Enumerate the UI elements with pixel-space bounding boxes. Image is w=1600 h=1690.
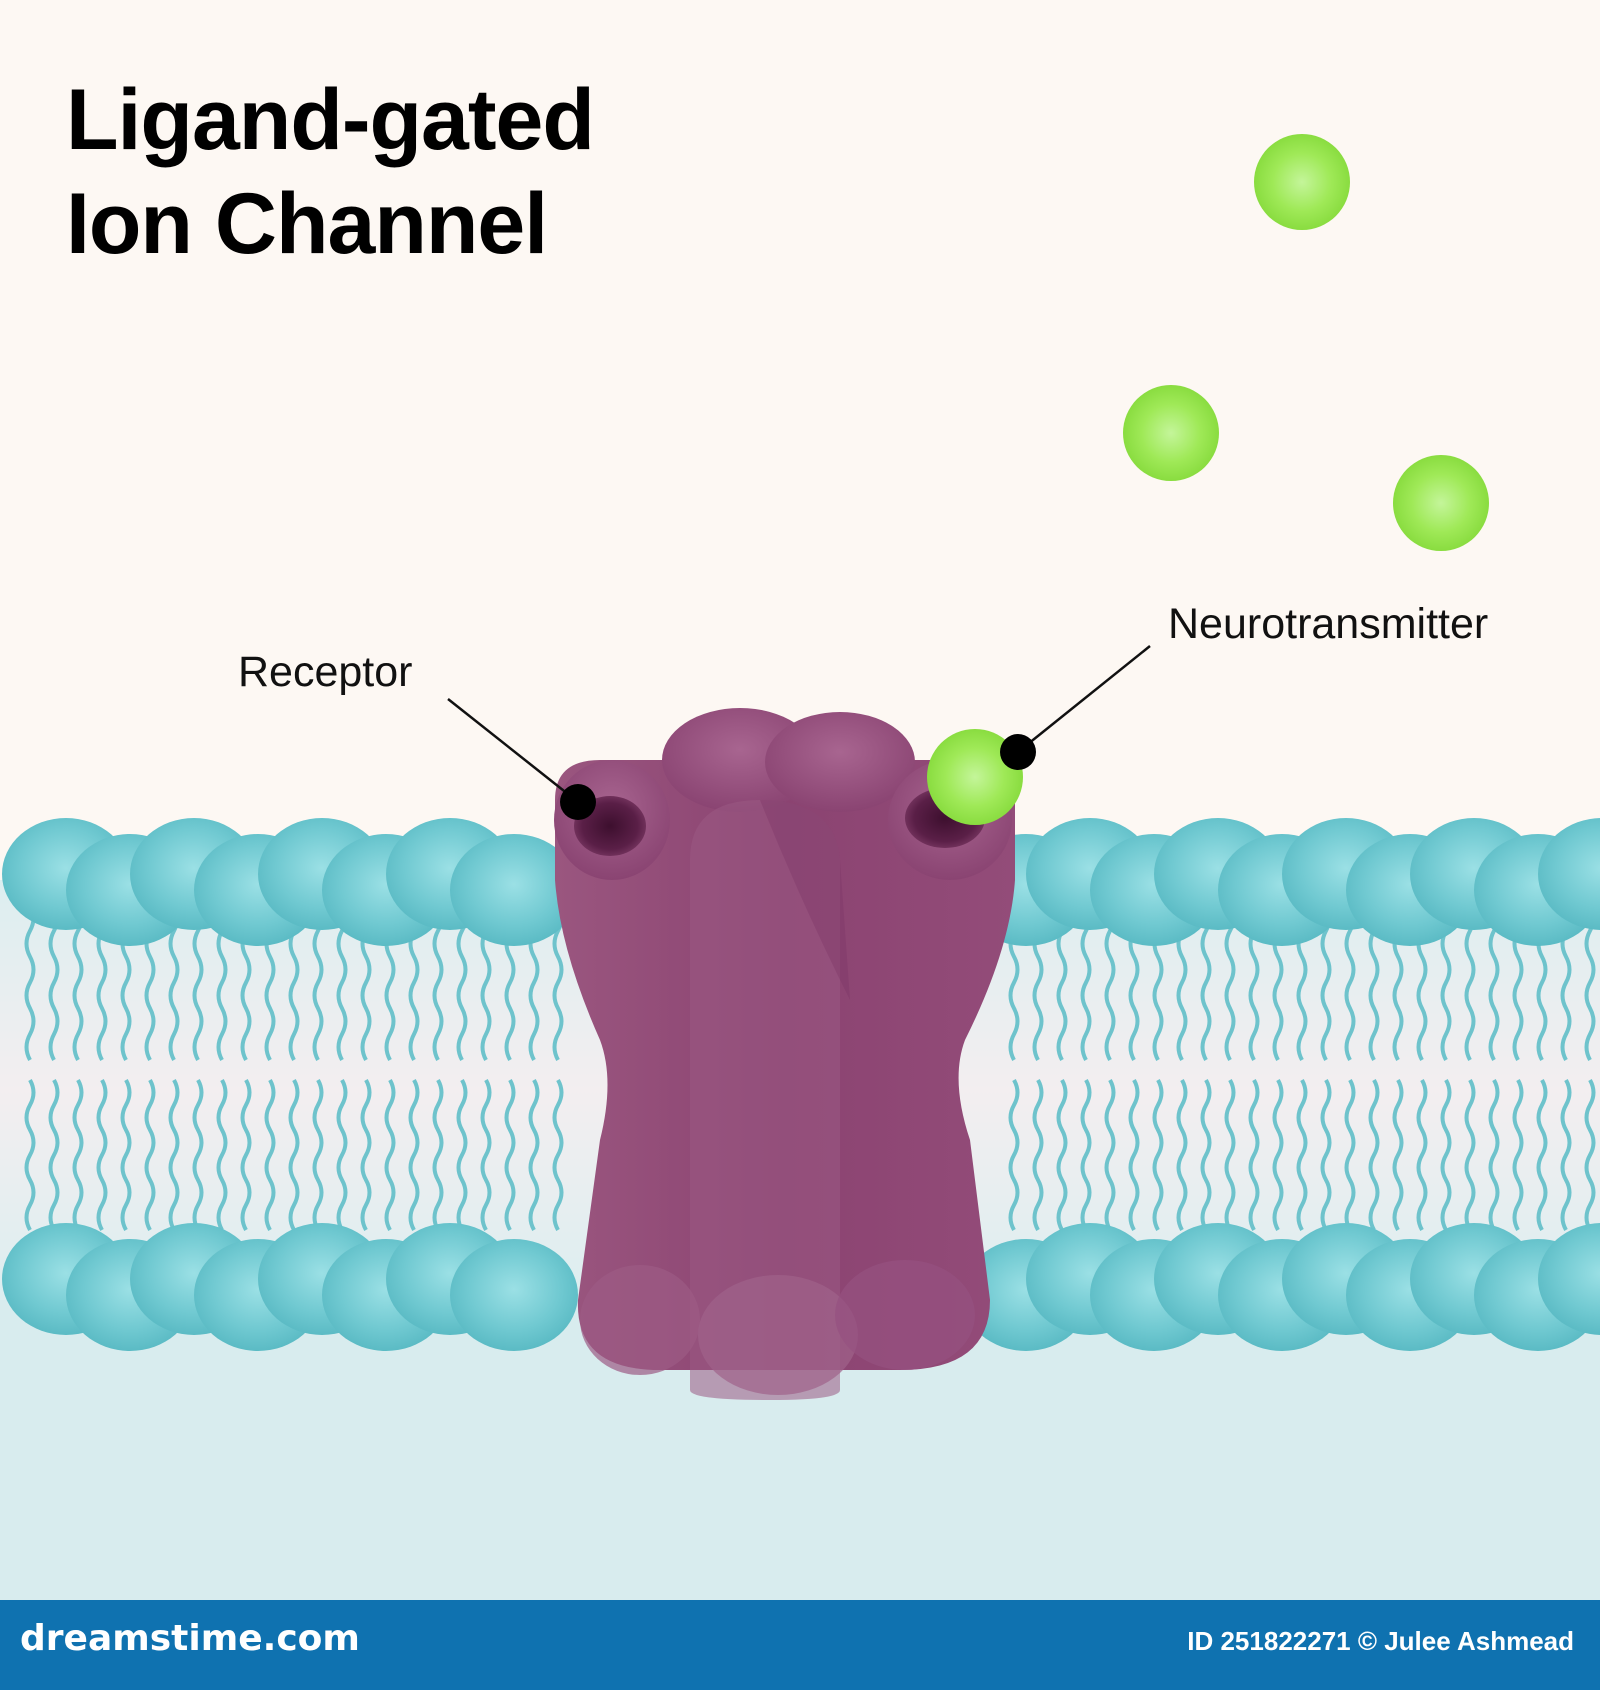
lipid-tail	[1344, 1079, 1356, 1231]
lipid-tail	[1080, 904, 1092, 1061]
lipid-tail	[360, 1079, 372, 1231]
lipid-tail	[1584, 1079, 1596, 1231]
lipid-tail	[384, 1079, 396, 1231]
lipid-tail	[1224, 1079, 1236, 1231]
lipid-tail	[1344, 904, 1356, 1061]
lipid-tail	[168, 904, 180, 1061]
title-line-1: Ligand-gated	[66, 72, 595, 168]
neurotransmitter-leader-line	[1017, 645, 1151, 753]
lipid-tail	[72, 1079, 84, 1231]
lipid-tail	[1200, 904, 1212, 1061]
diagram-title: Ligand-gated Ion Channel	[66, 68, 595, 276]
lipid-tail	[1464, 1079, 1476, 1231]
phospholipid-head	[1538, 818, 1600, 930]
lipid-tail	[504, 1079, 516, 1231]
neurotransmitter-label: Neurotransmitter	[1168, 600, 1489, 648]
lipid-tail	[48, 904, 60, 1061]
lipid-tail	[1056, 1079, 1068, 1231]
lipid-tail	[72, 904, 84, 1061]
neurotransmitter-bound	[927, 729, 1023, 825]
ion-channel-illustration	[0, 134, 1600, 1600]
lipid-tail	[432, 904, 444, 1061]
lipid-tail	[24, 904, 36, 1061]
lipid-tail	[1080, 1079, 1092, 1231]
title-line-2: Ion Channel	[66, 176, 548, 272]
neurotransmitter-leader-dot	[1000, 734, 1036, 770]
lipid-tail	[408, 1079, 420, 1231]
lipid-tail	[1296, 1079, 1308, 1231]
phospholipid-heads-inner	[2, 1223, 1600, 1351]
lipid-tail	[216, 1079, 228, 1231]
lipid-tail	[24, 1079, 36, 1231]
lipid-tail	[1464, 904, 1476, 1061]
lipid-tail	[264, 1079, 276, 1231]
lipid-tail	[336, 1079, 348, 1231]
lipid-tails	[24, 904, 1596, 1231]
phospholipid-heads-outer	[2, 818, 1600, 946]
lipid-tail	[312, 1079, 324, 1231]
lipid-tail	[312, 904, 324, 1061]
lipid-tail	[1272, 1079, 1284, 1231]
lipid-tail	[168, 1079, 180, 1231]
lipid-tail	[1392, 1079, 1404, 1231]
lipid-tail	[240, 1079, 252, 1231]
lipid-tail	[1200, 1079, 1212, 1231]
lipid-tail	[1488, 1079, 1500, 1231]
lipid-tail	[192, 904, 204, 1061]
phospholipid-head	[450, 834, 578, 946]
lipid-tail	[1008, 1079, 1020, 1231]
phospholipid-head	[450, 1239, 578, 1351]
lipid-tail	[1368, 1079, 1380, 1231]
lipid-tail	[120, 1079, 132, 1231]
lipid-tail	[336, 904, 348, 1061]
lipid-tail	[1176, 1079, 1188, 1231]
lipid-tail	[1560, 1079, 1572, 1231]
neurotransmitter-molecule	[1393, 455, 1489, 551]
lipid-tail	[1128, 1079, 1140, 1231]
lipid-tail	[144, 1079, 156, 1231]
lipid-tail	[1224, 904, 1236, 1061]
watermark-brand: dreamstime.com	[20, 1618, 360, 1659]
lipid-tail	[456, 904, 468, 1061]
lipid-tail	[432, 1079, 444, 1231]
neurotransmitter-molecule	[1254, 134, 1350, 230]
lipid-tail	[456, 1079, 468, 1231]
lipid-tail	[1104, 904, 1116, 1061]
ion-channel-protein	[554, 708, 1015, 1400]
watermark-image-id: ID 251822271 © Julee Ashmead	[1187, 1626, 1574, 1656]
lipid-tail	[528, 1079, 540, 1231]
lipid-tail	[48, 1079, 60, 1231]
phospholipid-head	[1538, 1223, 1600, 1335]
lipid-tail	[1584, 904, 1596, 1061]
lipid-tail	[1440, 1079, 1452, 1231]
lipid-tail	[1488, 904, 1500, 1061]
lipid-tail	[1104, 1079, 1116, 1231]
lipid-tail	[552, 1079, 564, 1231]
receptor-leader-dot	[560, 784, 596, 820]
lipid-tail	[192, 1079, 204, 1231]
lipid-tail	[1032, 1079, 1044, 1231]
lipid-tail	[288, 1079, 300, 1231]
lipid-tail	[1536, 1079, 1548, 1231]
lipid-tail	[1248, 1079, 1260, 1231]
lipid-tail	[1320, 1079, 1332, 1231]
receptor-leader-line	[447, 698, 579, 803]
lipid-tail	[1416, 1079, 1428, 1231]
receptor-label: Receptor	[238, 648, 413, 696]
lipid-tail	[1320, 904, 1332, 1061]
lipid-tail	[96, 1079, 108, 1231]
lipid-tail	[1152, 1079, 1164, 1231]
lipid-tail	[480, 1079, 492, 1231]
lipid-tail	[1512, 1079, 1524, 1231]
watermark-footer: dreamstime.com ID 251822271 © Julee Ashm…	[0, 1600, 1600, 1690]
neurotransmitter-molecule	[1123, 385, 1219, 481]
lipid-tail	[552, 904, 564, 1061]
